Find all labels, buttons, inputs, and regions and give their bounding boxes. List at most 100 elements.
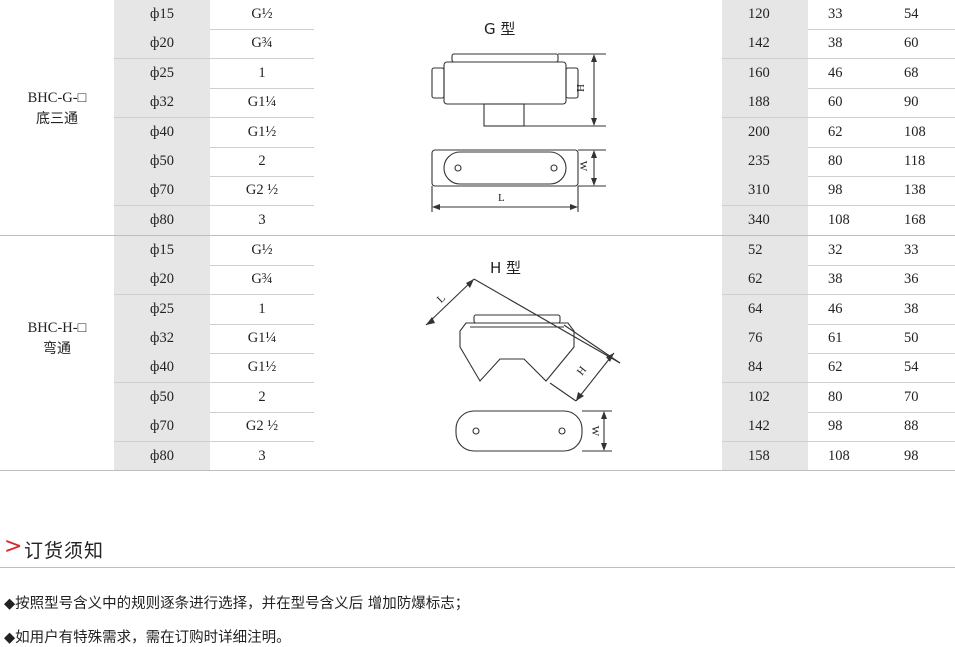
diameter-cell: ф70: [114, 176, 210, 205]
diameter-cell: ф32: [114, 324, 210, 353]
thread-cell: G¾: [251, 35, 273, 51]
height-cell: 68: [904, 65, 919, 81]
width-cell: 62: [828, 124, 843, 140]
width-cell: 80: [828, 389, 843, 405]
height-cell: 54: [904, 6, 919, 22]
row-rule: [722, 117, 955, 118]
diameter-cell: ф50: [114, 383, 210, 412]
diameter-cell: ф25: [114, 295, 210, 324]
diameter-cell: ф40: [114, 118, 210, 147]
thread-cell: G1¼: [247, 94, 277, 110]
row-rule: [722, 29, 955, 30]
row-rule: [114, 29, 314, 30]
diameter-cell: ф70: [114, 412, 210, 441]
row-rule: [722, 58, 955, 59]
thread-cell: G½: [251, 6, 273, 22]
section-rule: [0, 567, 955, 568]
row-rule: [722, 353, 955, 354]
length-cell: 102: [722, 383, 808, 412]
thread-cell: G½: [251, 242, 273, 258]
height-cell: 98: [904, 448, 919, 464]
h-type-drawing: [425, 278, 621, 452]
width-cell: 108: [828, 212, 850, 228]
height-cell: 36: [904, 271, 919, 287]
figure-h: H 型: [314, 235, 722, 470]
figure-title: H 型: [490, 259, 522, 277]
width-cell: 33: [828, 6, 843, 22]
width-cell: 46: [828, 301, 843, 317]
thread-cell: G1½: [247, 359, 277, 375]
model-name: 底三通: [36, 111, 78, 127]
row-rule: [722, 205, 955, 206]
thread-cell: 1: [258, 65, 266, 81]
height-cell: 90: [904, 94, 919, 110]
row-rule: [114, 265, 314, 266]
order-note-2: ◆如用户有特殊需求，需在订购时详细注明。: [4, 630, 291, 646]
row-rule: [114, 324, 314, 325]
width-cell: 80: [828, 153, 843, 169]
height-cell: 60: [904, 35, 919, 51]
height-cell: 70: [904, 389, 919, 405]
thread-cell: G2 ½: [245, 182, 279, 198]
row-rule: [114, 176, 314, 177]
thread-cell: G1¼: [247, 330, 277, 346]
table-bottom-rule: [0, 470, 955, 471]
row-rule: [722, 441, 955, 442]
height-cell: 33: [904, 242, 919, 258]
thread-cell: 1: [258, 301, 266, 317]
width-cell: 38: [828, 35, 843, 51]
diameter-cell: ф32: [114, 88, 210, 117]
thread-cell: 3: [258, 448, 266, 464]
length-cell: 235: [722, 147, 808, 176]
width-cell: 32: [828, 242, 843, 258]
length-cell: 52: [722, 236, 808, 265]
length-cell: 200: [722, 118, 808, 147]
row-rule: [114, 88, 314, 89]
thread-cell: 2: [258, 153, 266, 169]
length-cell: 120: [722, 0, 808, 29]
length-cell: 158: [722, 442, 808, 471]
section-title: 订货须知: [24, 540, 105, 562]
width-cell: 46: [828, 65, 843, 81]
thread-cell: 3: [258, 212, 266, 228]
length-cell: 142: [722, 412, 808, 441]
section-marker-icon: >: [4, 534, 23, 559]
group-divider: [0, 235, 955, 236]
model-code: BHC-H-□: [27, 320, 87, 336]
dim-w-label: W: [577, 160, 590, 172]
width-cell: 98: [828, 418, 843, 434]
width-cell: 98: [828, 182, 843, 198]
row-rule: [722, 382, 955, 383]
diameter-cell: ф80: [114, 206, 210, 235]
model-cell-g: BHC-G-□ 底三通: [0, 88, 114, 130]
row-rule: [114, 353, 314, 354]
figure-g: G 型: [314, 0, 722, 235]
model-code: BHC-G-□: [27, 90, 87, 106]
model-cell-h: BHC-H-□ 弯通: [0, 318, 114, 360]
row-rule: [114, 412, 314, 413]
row-rule: [114, 58, 314, 59]
dim-l-label: L: [498, 192, 505, 204]
row-rule: [114, 382, 314, 383]
height-cell: 138: [904, 182, 926, 198]
height-cell: 118: [904, 153, 926, 169]
diameter-cell: ф80: [114, 442, 210, 471]
height-cell: 108: [904, 124, 926, 140]
row-rule: [114, 117, 314, 118]
height-cell: 38: [904, 301, 919, 317]
g-type-drawing: [431, 53, 606, 212]
model-name: 弯通: [43, 341, 71, 357]
